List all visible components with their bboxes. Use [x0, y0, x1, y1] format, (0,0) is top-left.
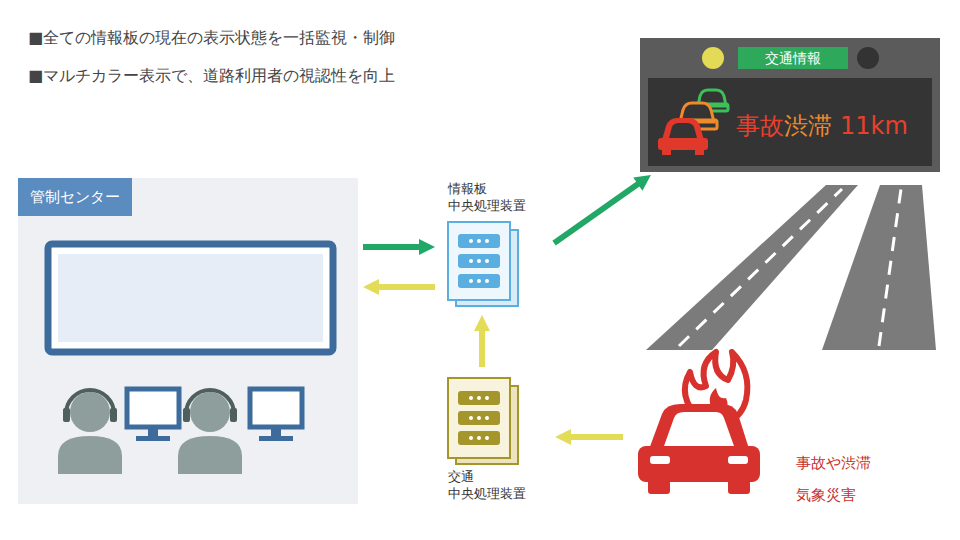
video-wall-screen: [58, 254, 323, 342]
flow-arrow: [479, 325, 485, 367]
server-icon: [448, 378, 518, 464]
control-panel: [18, 178, 358, 504]
server-label: 交通 中央処理装置: [448, 468, 534, 502]
arrow-head: [425, 247, 435, 248]
operator-monitor: [127, 389, 179, 441]
signboard: [640, 38, 940, 172]
operator: [58, 390, 122, 474]
arrow-head: [643, 175, 651, 181]
operator: [178, 390, 242, 474]
signboard: 交通情報事故渋滞 11km: [640, 38, 940, 172]
arrow-head: [363, 287, 373, 288]
center-tag: 管制センター: [18, 178, 132, 216]
flow-arrow: [363, 244, 425, 250]
arrow-head: [555, 437, 565, 438]
car-icon-red: [658, 118, 708, 155]
road: [646, 185, 936, 350]
traffic-server: 交通 中央処理装置: [440, 372, 550, 506]
sign-badge: 交通情報: [738, 47, 848, 69]
control-center: 管制センター: [18, 178, 358, 504]
flow-arrow: [554, 181, 643, 243]
sign-message: 事故: [736, 111, 784, 141]
note-text: ■マルチカラー表示で、道路利用者の視認性を向上: [28, 66, 395, 87]
server-icon: [448, 222, 518, 306]
flow-arrow: [565, 434, 623, 440]
incident-source: 事故や渋滞気象災害: [628, 350, 918, 509]
incident-text: 気象災害: [796, 486, 856, 505]
arrow-head: [482, 315, 483, 325]
video-wall: [48, 244, 333, 352]
incident-text: 事故や渋滞: [796, 454, 871, 473]
sign-message: 11km: [840, 111, 908, 141]
flow-arrow: [373, 284, 435, 290]
sign-message: 渋滞: [784, 111, 832, 141]
note-text: ■全ての情報板の現在の表示状態を一括監視・制御: [28, 28, 395, 49]
server-label: 情報板 中央処理装置: [448, 180, 534, 214]
operator-monitor: [250, 389, 302, 441]
incident-car: [638, 352, 760, 494]
infoboard-server: 情報板 中央処理装置: [440, 178, 550, 310]
